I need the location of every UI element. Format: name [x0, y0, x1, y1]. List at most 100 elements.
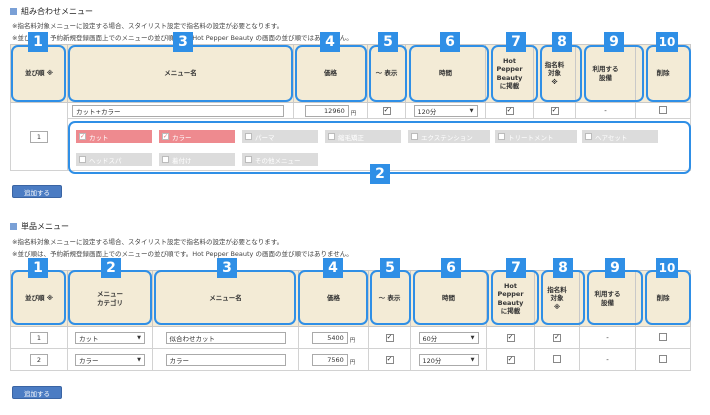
time-select[interactable]: 120分▼ — [413, 104, 478, 117]
hpb-cell — [485, 102, 534, 119]
delete-checkbox[interactable] — [659, 354, 667, 363]
order-input[interactable]: 1 — [30, 331, 48, 344]
badge-1: 1 — [28, 32, 48, 52]
time-cell: 120分▼ — [410, 348, 487, 371]
badge-1: 1 — [28, 258, 48, 278]
chevron-down-icon: ▼ — [470, 356, 475, 363]
category-tag-extension[interactable]: エクステンション — [408, 130, 490, 143]
menu-name-input[interactable]: 似合わせカット — [165, 331, 286, 344]
badge-8: 8 — [552, 32, 572, 52]
time-select[interactable]: 60分▼ — [418, 331, 479, 344]
display-cell — [367, 102, 406, 119]
price-input[interactable]: 7560 — [311, 353, 348, 366]
delete-checkbox[interactable] — [659, 105, 667, 114]
badge-2: 2 — [370, 164, 390, 184]
price-input[interactable]: 12960 — [304, 104, 349, 117]
combo-title-text: 組み合わせメニュー — [21, 7, 93, 16]
category-tag-straightening[interactable]: 縮毛矯正 — [325, 130, 401, 143]
combo-add-button[interactable]: 追加する — [12, 185, 62, 198]
category-tag-kitsuke[interactable]: 着付け — [159, 153, 235, 166]
category-select[interactable]: カラー▼ — [75, 353, 145, 366]
badge-5: 5 — [380, 258, 400, 278]
order-cell: 1 — [10, 326, 68, 349]
order-cell: 2 — [10, 348, 68, 371]
combo-section-title: 組み合わせメニュー — [10, 6, 93, 17]
section-square-icon — [10, 223, 17, 230]
delete-cell — [635, 326, 691, 349]
order-cell: 1 — [10, 102, 68, 171]
badge-9: 9 — [604, 32, 624, 52]
nomination-checkbox[interactable] — [550, 106, 559, 115]
category-select[interactable]: カット▼ — [75, 331, 145, 344]
display-checkbox[interactable] — [385, 333, 394, 342]
header-time: 時間 — [405, 44, 486, 103]
display-checkbox[interactable] — [382, 106, 391, 115]
single-add-button[interactable]: 追加する — [12, 386, 62, 399]
order-input[interactable]: 2 — [30, 353, 48, 366]
time-cell: 60分▼ — [410, 326, 487, 349]
category-tag-cut[interactable]: ✓カット — [76, 130, 152, 143]
nomination-cell — [534, 348, 580, 371]
header-equipment: 利用する設備 — [575, 44, 636, 103]
hpb-checkbox[interactable] — [506, 333, 515, 342]
combo-note-1: ※指名料対象メニューに設定する場合、スタイリスト設定で指名料の設定が必要となりま… — [12, 22, 284, 30]
badge-3: 3 — [173, 32, 193, 52]
display-checkbox[interactable] — [385, 355, 394, 364]
header-display: 〜 表示 — [367, 44, 406, 103]
equipment-value: - — [604, 106, 607, 115]
category-cell: カラー▼ — [67, 348, 153, 371]
equipment-value: - — [606, 333, 609, 342]
single-note-2: ※並び順は、予約新規登録画面上でのメニューの並び順です。Hot Pepper B… — [12, 250, 353, 258]
chevron-down-icon: ▼ — [137, 356, 141, 363]
category-tag-hairset[interactable]: ヘアセット — [582, 130, 658, 143]
header-delete: 削除 — [635, 44, 691, 103]
header-order: 並び順 ※ — [10, 44, 68, 103]
time-select[interactable]: 120分▼ — [418, 353, 479, 366]
badge-2: 2 — [101, 258, 121, 278]
nomination-checkbox[interactable] — [553, 354, 561, 363]
display-cell — [368, 348, 411, 371]
time-cell: 120分▼ — [405, 102, 486, 119]
delete-cell — [635, 348, 691, 371]
header-nomination: 指名料対象※ — [534, 270, 580, 327]
hpb-checkbox[interactable] — [505, 106, 514, 115]
badge-3: 3 — [217, 258, 237, 278]
category-tag-treatment[interactable]: トリートメント — [495, 130, 577, 143]
menu-name-input[interactable]: カラー — [165, 353, 286, 366]
badge-9: 9 — [605, 258, 625, 278]
badge-5: 5 — [378, 32, 398, 52]
nomination-checkbox[interactable] — [553, 333, 561, 342]
delete-checkbox[interactable] — [659, 332, 667, 341]
menu-name-input[interactable]: カット+カラー — [72, 104, 284, 117]
order-input[interactable]: 1 — [30, 130, 48, 143]
hpb-checkbox[interactable] — [506, 355, 515, 364]
equipment-value: - — [606, 355, 609, 364]
hpb-cell — [486, 348, 535, 371]
chevron-down-icon: ▼ — [137, 334, 141, 341]
price-input[interactable]: 5400 — [311, 331, 348, 344]
menu-name-cell: 似合わせカット — [152, 326, 299, 349]
yen-label: 円 — [349, 359, 356, 366]
header-order: 並び順 ※ — [10, 270, 68, 327]
chevron-down-icon: ▼ — [469, 107, 474, 114]
category-tag-other[interactable]: その他メニュー — [242, 153, 318, 166]
category-tag-headspa[interactable]: ヘッドスパ — [76, 153, 152, 166]
category-tag-perm[interactable]: パーマ — [242, 130, 318, 143]
category-tag-color[interactable]: ✓カラー — [159, 130, 235, 143]
yen-label: 円 — [349, 337, 356, 344]
equipment-cell: - — [579, 348, 636, 371]
header-menu-name: メニュー名 — [67, 44, 294, 103]
header-price: 価格 — [293, 44, 368, 103]
nomination-cell — [534, 326, 580, 349]
display-cell — [368, 326, 411, 349]
single-note-1: ※指名料対象メニューに設定する場合、スタイリスト設定で指名料の設定が必要となりま… — [12, 238, 284, 246]
header-display: 〜 表示 — [368, 270, 411, 327]
delete-cell — [635, 102, 691, 119]
check-icon: ✓ — [162, 133, 169, 140]
